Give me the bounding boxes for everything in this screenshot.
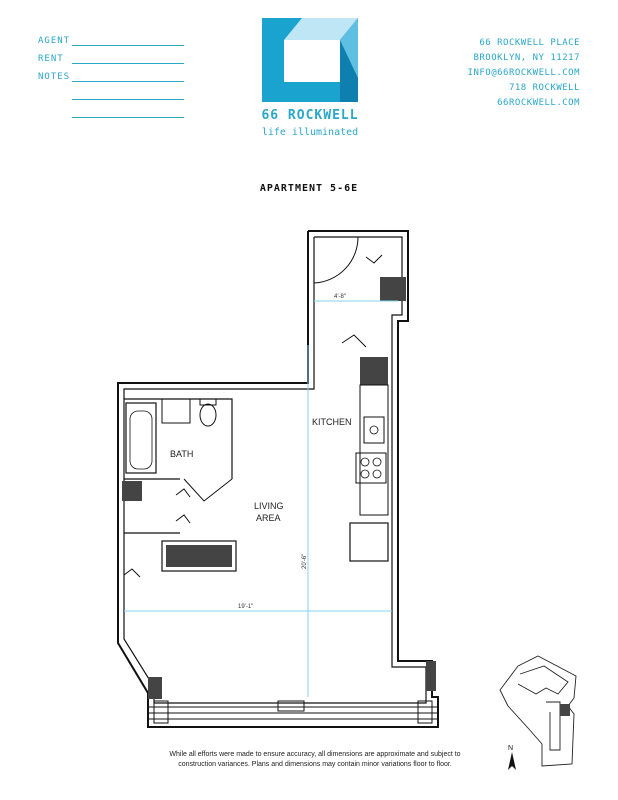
disclaimer: While all efforts were made to ensure ac… bbox=[130, 750, 500, 770]
pantry-door-icon bbox=[341, 334, 367, 348]
toilet-tank-icon bbox=[199, 398, 217, 406]
entry-width-label: 4'-8" bbox=[334, 294, 346, 300]
bath-sink-icon bbox=[161, 398, 191, 424]
contact-email[interactable]: INFO@66ROCKWELL.COM bbox=[467, 68, 580, 78]
rent-label: RENT bbox=[38, 54, 64, 64]
kitchen-cabinet-upper bbox=[360, 357, 388, 385]
floor-plan: KITCHEN BATH LIVING AREA 4'-8" 20'-6" 19… bbox=[117, 230, 439, 728]
building-outline bbox=[499, 655, 577, 767]
notes-label: NOTES bbox=[38, 72, 71, 82]
kitchen-label: KITCHEN bbox=[312, 417, 352, 427]
area-label: AREA bbox=[256, 513, 281, 523]
brand-name: 66 ROCKWELL bbox=[261, 108, 359, 123]
refrigerator bbox=[349, 522, 389, 562]
bathtub-basin-icon bbox=[129, 410, 153, 470]
sink-icon bbox=[363, 416, 385, 444]
closet-bifold-icon bbox=[175, 488, 191, 498]
column-2 bbox=[122, 481, 142, 501]
wardrobe bbox=[161, 540, 237, 572]
toilet-icon bbox=[199, 403, 217, 427]
building-core bbox=[546, 701, 561, 751]
notes-line bbox=[72, 81, 184, 82]
closet-door-icon bbox=[365, 254, 383, 264]
brand-logo-icon bbox=[262, 18, 358, 102]
entry-door-icon bbox=[313, 236, 359, 284]
building-wing bbox=[517, 665, 569, 695]
north-arrow-icon bbox=[508, 752, 516, 770]
stove-burners-icon bbox=[360, 457, 382, 479]
notes-extra-line-1 bbox=[72, 99, 184, 100]
bath-door-icon bbox=[183, 478, 233, 502]
bath-wall bbox=[124, 398, 233, 479]
apartment-title: APARTMENT 5-6E bbox=[259, 183, 359, 194]
column-1 bbox=[380, 277, 406, 301]
dimension-lines bbox=[124, 300, 398, 697]
outer-wall bbox=[117, 230, 439, 728]
column-3 bbox=[148, 677, 162, 699]
bath-label: BATH bbox=[170, 449, 193, 459]
sink-drain-icon bbox=[369, 425, 379, 435]
living-label: LIVING bbox=[254, 501, 284, 511]
disclaimer-line-2: construction variances. Plans and dimens… bbox=[178, 761, 452, 768]
window-wall bbox=[148, 700, 438, 724]
rent-line bbox=[72, 63, 184, 64]
brand-tagline: life illuminated bbox=[261, 127, 359, 138]
closet-bifold-2-icon bbox=[175, 514, 191, 524]
contact-address-1: 66 ROCKWELL PLACE bbox=[479, 38, 580, 48]
disclaimer-line-1: While all efforts were made to ensure ac… bbox=[169, 751, 461, 758]
wardrobe-fill bbox=[166, 545, 232, 567]
notes-extra-line-2 bbox=[72, 117, 184, 118]
contact-phone: 718 ROCKWELL bbox=[508, 83, 580, 93]
column-4 bbox=[426, 661, 436, 691]
agent-label: AGENT bbox=[38, 36, 71, 46]
bathtub-icon bbox=[125, 402, 157, 474]
kitchen-counter bbox=[359, 384, 389, 516]
living-length-label: 20'-6" bbox=[302, 554, 308, 569]
contact-block: 66 ROCKWELL PLACE BROOKLYN, NY 11217 INF… bbox=[468, 36, 580, 111]
north-label: N bbox=[508, 745, 513, 752]
contact-address-2: BROOKLYN, NY 11217 bbox=[473, 53, 580, 63]
living-width-label: 19'-1" bbox=[238, 604, 253, 610]
inner-wall bbox=[123, 236, 427, 704]
key-plan-map: N bbox=[499, 655, 577, 770]
wardrobe-door-icon bbox=[123, 568, 141, 578]
unit-highlight bbox=[560, 704, 570, 716]
stove-icon bbox=[355, 452, 387, 484]
agent-line bbox=[72, 45, 184, 46]
contact-website[interactable]: 66ROCKWELL.COM bbox=[497, 98, 580, 108]
